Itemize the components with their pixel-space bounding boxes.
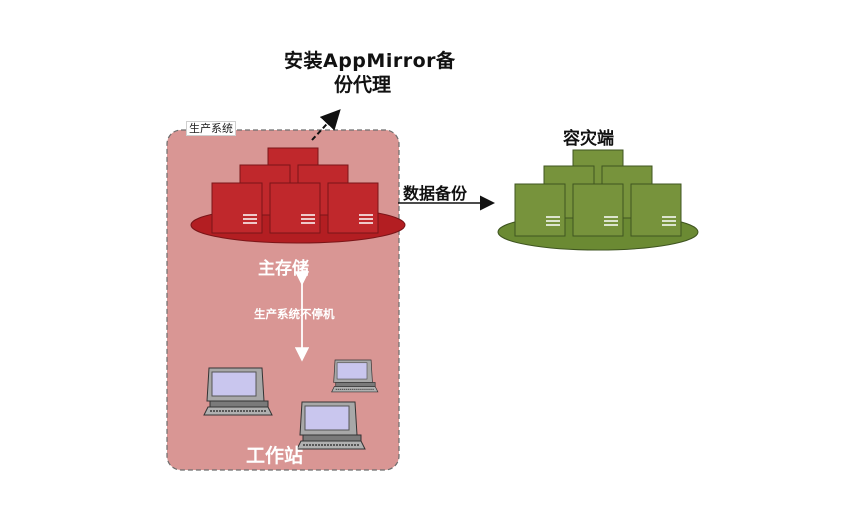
disaster-recovery-label: 容灾端 — [563, 129, 614, 149]
dr-servers — [514, 149, 682, 237]
server-green — [514, 183, 566, 237]
agent-install-arrow — [311, 109, 341, 141]
computer-icon — [296, 401, 366, 450]
server-green — [630, 183, 682, 237]
server-green — [572, 183, 624, 237]
agent-install-label-line2: 份代理 — [334, 74, 392, 96]
computer-icon — [331, 359, 379, 393]
primary-storage-label: 主存储 — [258, 259, 309, 279]
data-backup-label: 数据备份 — [403, 184, 468, 203]
computer-icon — [203, 367, 273, 416]
server-red — [269, 182, 321, 234]
server-red — [211, 182, 263, 234]
server-red — [327, 182, 379, 234]
agent-install-label-line1: 安装AppMirror备 — [284, 50, 456, 72]
production-zone-label: 生产系统 — [186, 121, 236, 136]
no-downtime-label: 生产系统不停机 — [254, 307, 335, 321]
workstation-label: 工作站 — [246, 445, 304, 467]
